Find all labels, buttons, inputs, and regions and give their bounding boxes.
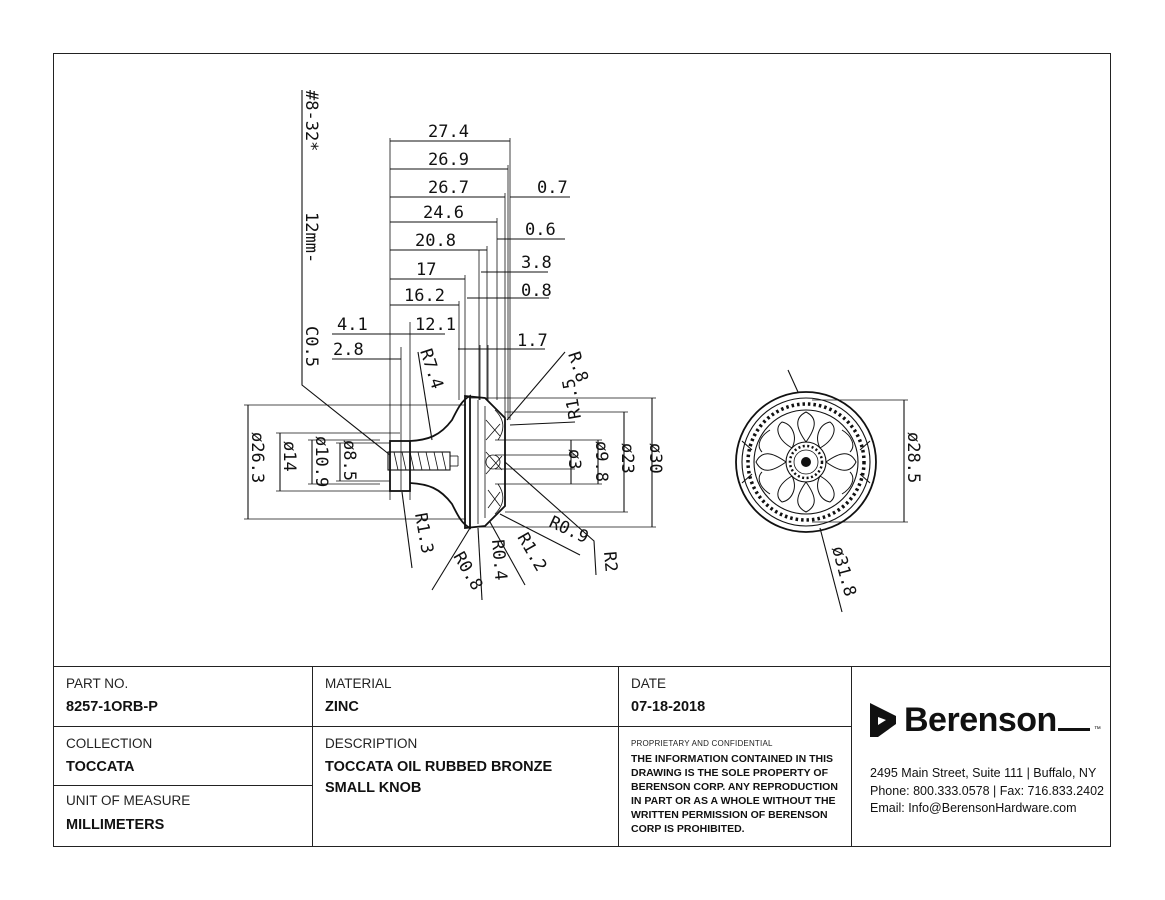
dim-dia-28-5: ø28.5 — [903, 432, 923, 483]
dim-dia-31-8: ø31.8 — [827, 544, 860, 599]
part-no-label: PART NO. — [66, 676, 129, 691]
radius-r0-4: R0.4 — [487, 539, 510, 582]
thread-leader — [301, 90, 391, 456]
radius-r7-4: R7.4 — [415, 346, 447, 391]
dim-dia-8-5: ø8.5 — [339, 440, 359, 481]
logo-underline — [1057, 728, 1090, 731]
berenson-logo-icon — [870, 703, 896, 737]
technical-drawing: #8-32* 12mm- C0.5 27.4 26.9 26.7 24.6 20… — [244, 90, 923, 613]
company-cell: Berenson ™ 2495 Main Street, Suite 111 |… — [852, 666, 1111, 847]
part-no-value: 8257-1ORB-P — [66, 699, 158, 715]
proprietary-cell: PROPRIETARY AND CONFIDENTIAL THE INFORMA… — [619, 727, 852, 847]
trademark-symbol: ™ — [1093, 726, 1101, 733]
material-value: ZINC — [325, 699, 359, 715]
company-phone: Phone: 800.333.0578 | Fax: 716.833.2402 — [870, 784, 1104, 798]
dim-24-6: 24.6 — [423, 203, 464, 223]
dim-dia-9-8: ø9.8 — [591, 441, 611, 482]
radius-r2: R2 — [599, 551, 621, 573]
collection-value: TOCCATA — [66, 759, 135, 775]
proprietary-text: THE INFORMATION CONTAINED IN THIS DRAWIN… — [631, 753, 838, 835]
radius-r1-2: R1.2 — [513, 530, 551, 575]
dim-1-7: 1.7 — [517, 331, 548, 351]
description-cell: DESCRIPTION TOCCATA OIL RUBBED BRONZE SM… — [313, 727, 619, 847]
unit-cell: UNIT OF MEASURE MILLIMETERS — [53, 786, 313, 847]
unit-value: MILLIMETERS — [66, 817, 165, 833]
thread-length-label: 12mm- — [301, 212, 321, 263]
right-diameter-dims — [470, 397, 656, 528]
company-name: Berenson — [904, 701, 1057, 739]
dim-26-7: 26.7 — [428, 178, 469, 198]
dim-2-8: 2.8 — [333, 340, 364, 360]
company-logo: Berenson ™ — [870, 703, 1101, 737]
title-block: PART NO. 8257-1ORB-P MATERIAL ZINC DATE … — [53, 666, 1111, 847]
dim-dia-26-3: ø26.3 — [247, 432, 267, 483]
right-dimensions — [458, 196, 570, 400]
dim-16-2: 16.2 — [404, 286, 445, 306]
dim-4-1: 4.1 — [337, 315, 368, 335]
description-line-2: SMALL KNOB — [325, 780, 422, 796]
part-no-cell: PART NO. 8257-1ORB-P — [53, 666, 313, 727]
company-address: 2495 Main Street, Suite 111 | Buffalo, N… — [870, 766, 1097, 780]
dim-12-1: 12.1 — [415, 315, 456, 335]
dim-0-6: 0.6 — [525, 220, 556, 240]
date-cell: DATE 07-18-2018 — [619, 666, 852, 727]
dim-dia-14: ø14 — [279, 441, 299, 472]
collection-cell: COLLECTION TOCCATA — [53, 727, 313, 786]
chamfer-label: C0.5 — [301, 326, 321, 367]
unit-label: UNIT OF MEASURE — [66, 793, 191, 808]
dim-0-8: 0.8 — [521, 281, 552, 301]
material-label: MATERIAL — [325, 676, 392, 691]
radius-r1-5: R1.5 — [559, 377, 586, 421]
dim-dia-3: ø3 — [564, 449, 584, 469]
radius-r1-3: R1.3 — [410, 511, 437, 555]
dim-26-9: 26.9 — [428, 150, 469, 170]
dim-0-7: 0.7 — [537, 178, 568, 198]
date-label: DATE — [631, 676, 667, 691]
dim-3-8: 3.8 — [521, 253, 552, 273]
dim-17: 17 — [416, 260, 436, 280]
radius-r0-9: R0.9 — [546, 512, 592, 547]
knob-side-profile — [387, 394, 506, 530]
dim-dia-30: ø30 — [645, 443, 665, 474]
dim-20-8: 20.8 — [415, 231, 456, 251]
dim-dia-10-9: ø10.9 — [311, 436, 331, 487]
date-value: 07-18-2018 — [631, 699, 706, 715]
proprietary-heading: PROPRIETARY AND CONFIDENTIAL — [631, 739, 773, 748]
knob-front-view — [735, 391, 877, 533]
front-view-dims — [787, 369, 908, 613]
left-diameter-dims — [244, 404, 466, 520]
radius-leaders — [401, 351, 597, 601]
dim-27-4: 27.4 — [428, 122, 469, 142]
thread-label: #8-32* — [301, 90, 321, 151]
collection-label: COLLECTION — [66, 736, 153, 751]
dim-dia-23: ø23 — [617, 443, 637, 474]
material-cell: MATERIAL ZINC — [313, 666, 619, 727]
description-label: DESCRIPTION — [325, 736, 418, 751]
company-email[interactable]: Email: Info@BerensonHardware.com — [870, 801, 1077, 815]
description-line-1: TOCCATA OIL RUBBED BRONZE — [325, 759, 553, 775]
